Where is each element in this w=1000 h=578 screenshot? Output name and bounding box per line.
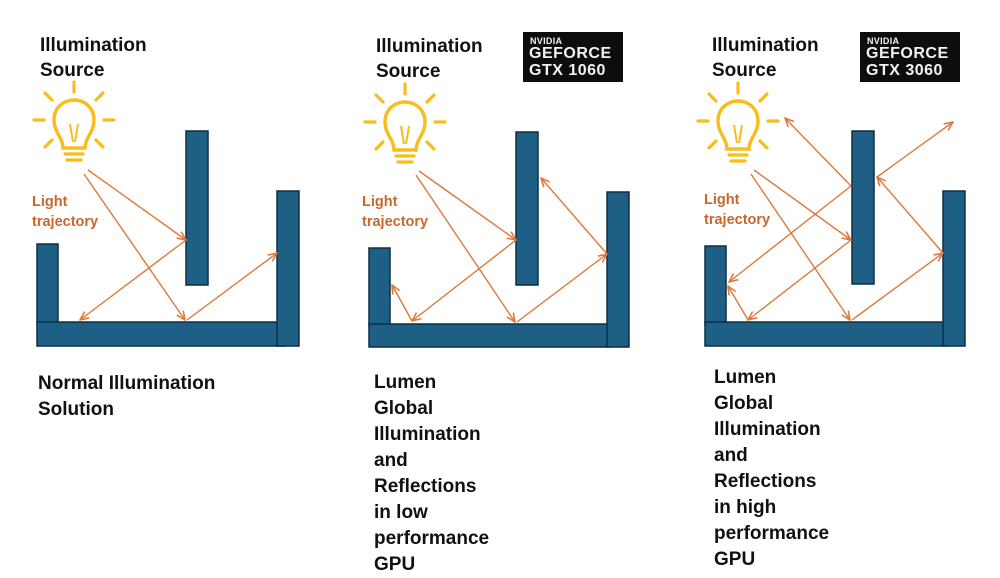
- light-trajectory-label: Light trajectory: [32, 192, 98, 232]
- floor: [368, 323, 610, 348]
- floor: [36, 321, 286, 347]
- gpu-model: GTX 3060: [866, 62, 943, 79]
- caption-line-1: Lumen Global Illumination: [714, 367, 821, 440]
- light-label-line-2: trajectory: [704, 212, 771, 228]
- light-label-line-2: trajectory: [32, 214, 99, 230]
- light-trajectory-label: Light trajectory: [704, 190, 770, 230]
- panel-normal-illumination: Illumination Source Light trajectory Nor…: [0, 0, 333, 462]
- source-label-line-2: Source: [376, 61, 441, 82]
- gpu-product: GEFORCE: [866, 45, 949, 62]
- gpu-brand: NVIDIA: [530, 36, 563, 46]
- caption: Normal Illumination Solution: [38, 371, 215, 423]
- lightbulb-icon: [363, 82, 447, 164]
- source-label-line-1: Illumination: [376, 36, 483, 57]
- wall-right: [276, 190, 300, 347]
- diagram-scene: [32, 80, 966, 348]
- scene-panel-1: [32, 80, 300, 347]
- caption-line-1: Lumen Global Illumination: [374, 372, 481, 445]
- source-label-line-1: Illumination: [712, 35, 819, 56]
- source-label: Illumination Source: [376, 34, 483, 84]
- source-label: Illumination Source: [40, 33, 147, 83]
- wall-right: [942, 190, 966, 347]
- floor: [704, 321, 946, 347]
- light-rays: [392, 170, 607, 322]
- source-label-line-2: Source: [40, 60, 105, 81]
- scene-panel-2: [363, 82, 630, 348]
- light-label-line-1: Light: [704, 192, 740, 208]
- wall-center: [851, 130, 875, 285]
- gpu-brand: NVIDIA: [867, 36, 900, 46]
- caption-line-3: performance GPU: [374, 528, 490, 575]
- caption-line-1: Normal Illumination: [38, 373, 216, 394]
- light-rays: [728, 118, 953, 320]
- wall-center: [185, 130, 209, 286]
- light-label-line-1: Light: [362, 194, 398, 210]
- wall-left: [368, 247, 391, 327]
- lightbulb-icon: [696, 81, 780, 163]
- gpu-product: GEFORCE: [529, 45, 612, 62]
- wall-center: [515, 131, 539, 286]
- source-label-line-1: Illumination: [40, 35, 147, 56]
- gpu-badge-gtx3060: NVIDIA GEFORCE GTX 3060: [860, 32, 960, 82]
- light-trajectory-label: Light trajectory: [362, 192, 428, 232]
- lightbulb-icon: [32, 80, 116, 162]
- gpu-badge-gtx1060: NVIDIA GEFORCE GTX 1060: [523, 32, 623, 82]
- light-label-line-1: Light: [32, 194, 68, 210]
- gpu-model: GTX 1060: [529, 62, 606, 79]
- scene-panel-3: [696, 81, 966, 347]
- light-label-line-2: trajectory: [362, 214, 429, 230]
- source-label-line-2: Source: [712, 60, 777, 81]
- source-label: Illumination Source: [712, 33, 819, 83]
- wall-left: [704, 245, 727, 326]
- wall-right: [606, 191, 630, 348]
- caption-line-2: Solution: [38, 399, 114, 420]
- wall-left: [36, 243, 59, 325]
- caption-line-3: performance GPU: [714, 523, 830, 570]
- light-rays: [80, 169, 277, 320]
